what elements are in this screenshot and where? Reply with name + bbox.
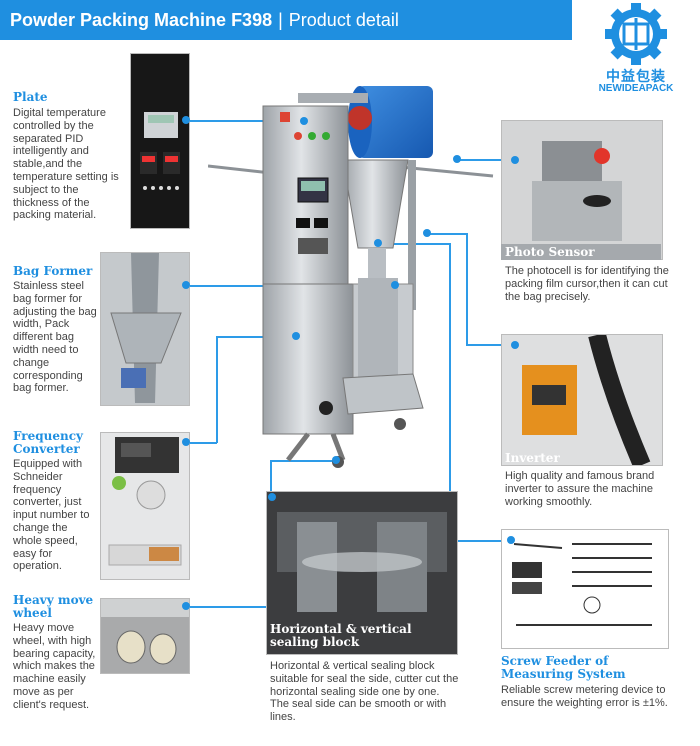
frequency-title-1: Frequency [13,429,84,443]
photo-sensor-photo [501,120,663,260]
connector-line [457,159,515,161]
wheel-photo [100,598,190,674]
inverter-desc: High quality and famous brand inverter t… [505,470,655,508]
marker-dot [511,341,519,349]
frequency-title-2: Converter [13,442,80,456]
bag-former-photo [100,252,190,406]
sealing-desc: Horizontal & vertical sealing block suit… [270,660,459,724]
sealing-title-1: Horizontal & vertical [270,622,412,636]
photo-sensor-title: Photo Sensor [505,245,595,259]
screw-title-1: Screw Feeder of [501,654,609,668]
wheel-desc: Heavy move wheel, with high bearing capa… [13,622,96,711]
gear-logo-icon [605,3,667,65]
marker-dot [182,602,190,610]
wheel-title-2: wheel [13,606,52,620]
connector-line [216,336,296,338]
marker-dot [332,456,340,464]
logo-english-name: NEWIDEAPACK [598,83,674,94]
title-main: Powder Packing Machine F398 [10,10,273,30]
page-title: Powder Packing Machine F398|Product deta… [10,9,399,31]
marker-dot [292,332,300,340]
sealing-title-2: sealing block [270,635,360,649]
photo-sensor-desc: The photocell is for identifying the pac… [505,265,669,303]
inverter-photo [501,334,663,466]
connector-line [449,243,451,542]
marker-dot [182,281,190,289]
marker-dot [507,536,515,544]
bag-former-title: Bag Former [13,264,93,278]
marker-dot [300,117,308,125]
marker-dot [391,281,399,289]
plate-title: Plate [13,90,48,104]
title-separator: | [278,10,283,30]
marker-dot [453,155,461,163]
marker-dot [511,156,519,164]
connector-line [270,460,336,462]
title-subtitle: Product detail [288,10,399,30]
marker-dot [423,229,431,237]
inverter-title: Inverter [505,451,560,465]
connector-line [185,120,303,122]
wheel-title-1: Heavy move [13,593,94,607]
connector-line [427,233,467,235]
marker-dot [182,438,190,446]
screw-title-2: Measuring System [501,667,626,681]
brand-logo [572,0,700,96]
connector-line [216,336,218,443]
frequency-converter-photo [100,432,190,580]
marker-dot [374,239,382,247]
logo-chinese-name: 中益包装 [606,68,666,84]
screw-desc: Reliable screw metering device to ensure… [501,684,668,709]
connector-line [466,344,516,346]
connector-line [449,540,511,542]
screw-feeder-photo [501,529,669,649]
marker-dot [182,116,190,124]
connector-line [185,606,270,608]
plate-desc: Digital temperature controlled by the se… [13,107,119,222]
marker-dot [268,493,276,501]
bag-former-desc: Stainless steel bag former for adjusting… [13,280,97,395]
connector-line [466,233,468,345]
photo-sensor-label-bar [501,244,661,260]
plate-photo [130,53,190,229]
packing-machine-illustration [208,86,494,468]
connector-line [185,442,217,444]
sealing-block-photo [266,491,458,655]
frequency-desc: Equipped with Schneider frequency conver… [13,458,90,573]
